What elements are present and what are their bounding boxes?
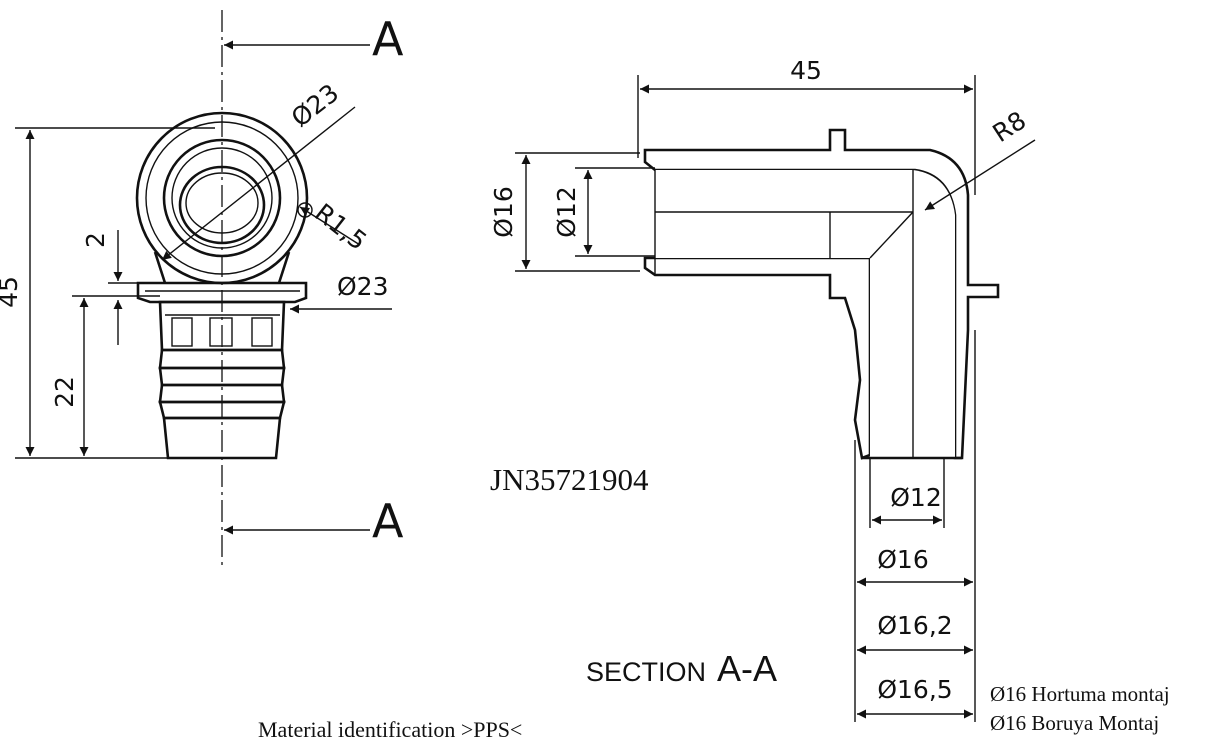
section-title: SECTION A-A xyxy=(586,648,777,689)
dim-flange-diameter: Ø23 xyxy=(337,272,389,301)
dim-outer-diameter: Ø23 xyxy=(286,78,344,133)
section-view: 45 R8 Ø16 Ø12 Ø12 Ø16 Ø16,2 Ø16,5 xyxy=(489,56,1036,722)
material-note: Material identification >PPS< xyxy=(258,717,522,742)
dim-overall-length: 45 xyxy=(790,56,822,85)
dim-outlet-3: Ø16,2 xyxy=(877,611,952,640)
assembly-note-1: Ø16 Hortuma montaj xyxy=(990,682,1170,706)
dim-outlet-4: Ø16,5 xyxy=(877,675,952,704)
dim-outlet-2: Ø16 xyxy=(877,545,929,574)
section-cut-arrow-bottom: A xyxy=(224,494,404,548)
dim-lower-height: 22 xyxy=(50,376,79,408)
dim-overall-height: 45 xyxy=(0,276,23,308)
part-number: JN35721904 xyxy=(490,462,649,497)
section-cut-arrow-top: A xyxy=(224,12,404,66)
dim-step: 2 xyxy=(81,232,110,248)
cut-label-bottom: A xyxy=(372,494,404,548)
dim-bend-radius: R8 xyxy=(987,106,1031,148)
assembly-note-2: Ø16 Boruya Montaj xyxy=(990,711,1159,735)
dim-inlet-outer-diameter: Ø16 xyxy=(489,186,518,238)
cut-label-top: A xyxy=(372,12,404,66)
dim-notch-radius: R1,5 xyxy=(309,198,372,256)
dim-outlet-1: Ø12 xyxy=(890,483,942,512)
dim-inlet-inner-diameter: Ø12 xyxy=(552,186,581,238)
front-view: A A 45 xyxy=(0,10,404,565)
section-title-name: A-A xyxy=(717,648,777,689)
section-title-prefix: SECTION xyxy=(586,657,706,687)
